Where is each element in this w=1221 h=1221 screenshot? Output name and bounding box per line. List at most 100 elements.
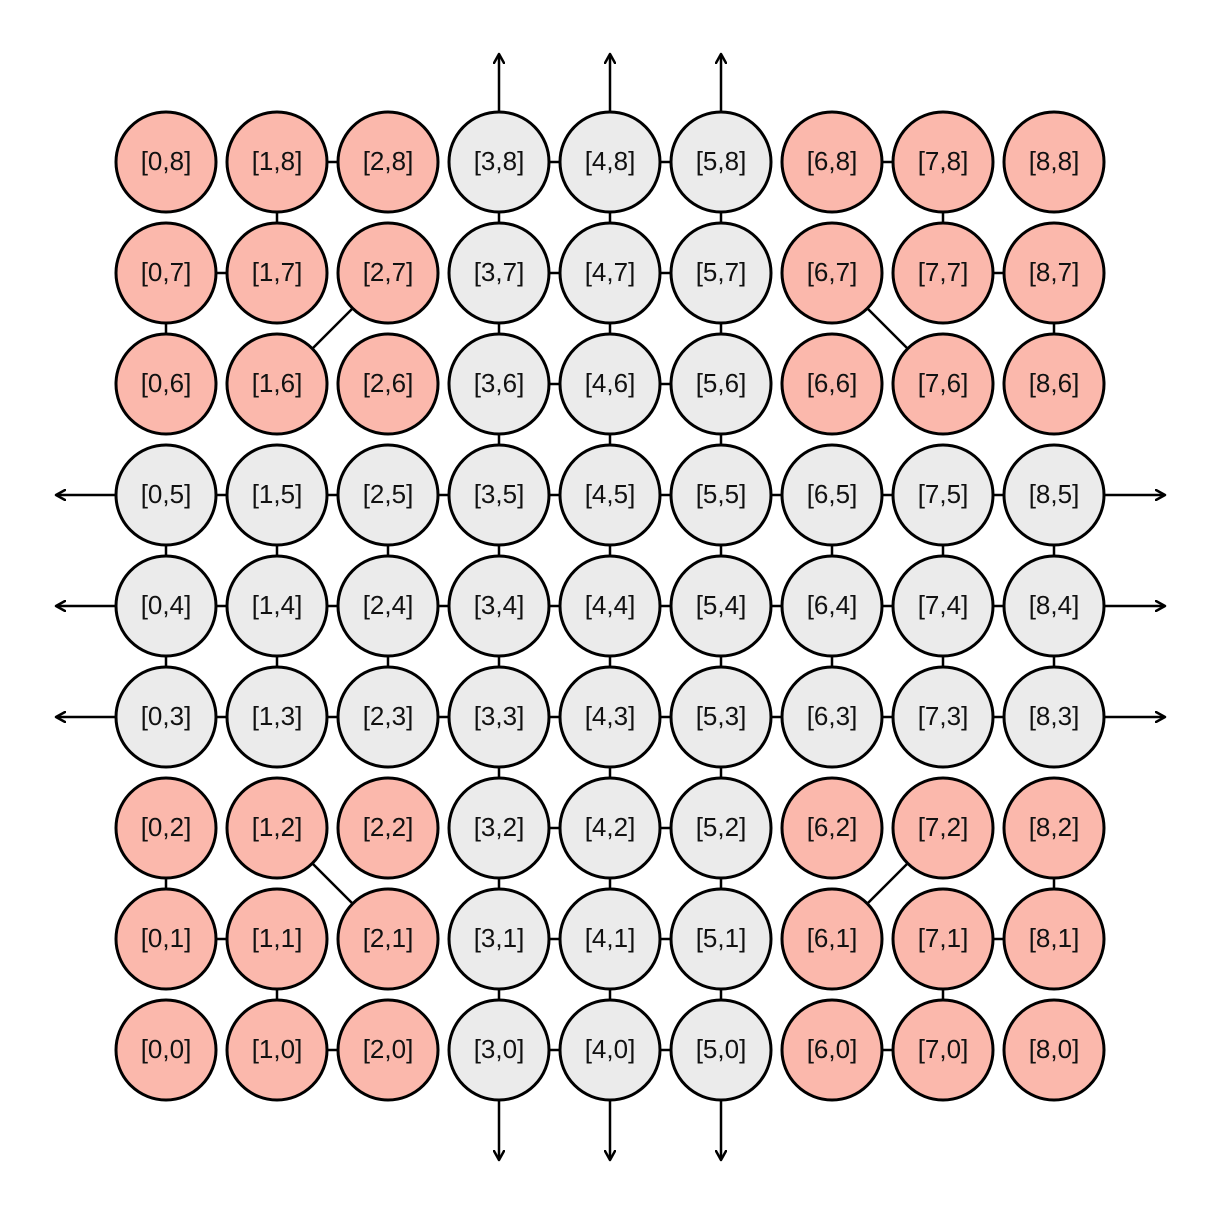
node-label: [4,8]: [585, 146, 636, 176]
node-label: [8,7]: [1029, 257, 1080, 287]
lattice-node: [4,2]: [558, 776, 662, 880]
node-circle: [669, 776, 773, 880]
node-circle: [336, 665, 440, 769]
node-circle: [558, 110, 662, 214]
nodes-layer: [0,8][1,8][2,8][3,8][4,8][5,8][6,8][7,8]…: [114, 110, 1106, 1102]
node-circle: [891, 554, 995, 658]
lattice-node: [2,6]: [336, 332, 440, 436]
node-label: [8,0]: [1029, 1034, 1080, 1064]
node-circle: [1002, 221, 1106, 325]
node-circle: [225, 554, 329, 658]
node-circle: [891, 221, 995, 325]
lattice-node: [3,6]: [447, 332, 551, 436]
node-label: [4,4]: [585, 590, 636, 620]
lattice-node: [6,3]: [780, 665, 884, 769]
lattice-node: [2,0]: [336, 998, 440, 1102]
node-label: [7,2]: [918, 812, 969, 842]
lattice-node: [7,8]: [891, 110, 995, 214]
lattice-node: [7,2]: [891, 776, 995, 880]
node-circle: [114, 998, 218, 1102]
lattice-node: [6,1]: [780, 887, 884, 991]
node-label: [3,0]: [474, 1034, 525, 1064]
node-label: [5,0]: [696, 1034, 747, 1064]
node-circle: [891, 887, 995, 991]
node-label: [6,3]: [807, 701, 858, 731]
node-circle: [780, 554, 884, 658]
node-circle: [447, 332, 551, 436]
node-circle: [891, 443, 995, 547]
node-label: [2,5]: [363, 479, 414, 509]
node-circle: [780, 665, 884, 769]
lattice-node: [2,5]: [336, 443, 440, 547]
node-label: [6,8]: [807, 146, 858, 176]
node-circle: [114, 887, 218, 991]
node-label: [7,3]: [918, 701, 969, 731]
node-circle: [225, 443, 329, 547]
node-label: [0,5]: [141, 479, 192, 509]
node-circle: [114, 665, 218, 769]
lattice-node: [6,6]: [780, 332, 884, 436]
node-label: [8,2]: [1029, 812, 1080, 842]
node-label: [6,6]: [807, 368, 858, 398]
node-circle: [558, 443, 662, 547]
node-circle: [447, 110, 551, 214]
node-label: [3,6]: [474, 368, 525, 398]
node-circle: [669, 887, 773, 991]
lattice-node: [8,4]: [1002, 554, 1106, 658]
node-label: [1,2]: [252, 812, 303, 842]
node-circle: [336, 887, 440, 991]
lattice-node: [8,5]: [1002, 443, 1106, 547]
node-circle: [336, 776, 440, 880]
lattice-node: [8,6]: [1002, 332, 1106, 436]
lattice-node: [8,3]: [1002, 665, 1106, 769]
node-label: [5,1]: [696, 923, 747, 953]
node-circle: [336, 332, 440, 436]
node-circle: [1002, 443, 1106, 547]
lattice-node: [6,7]: [780, 221, 884, 325]
lattice-node: [3,3]: [447, 665, 551, 769]
node-label: [2,8]: [363, 146, 414, 176]
node-label: [2,2]: [363, 812, 414, 842]
node-label: [0,1]: [141, 923, 192, 953]
node-circle: [669, 110, 773, 214]
node-circle: [780, 443, 884, 547]
node-label: [4,6]: [585, 368, 636, 398]
node-label: [6,2]: [807, 812, 858, 842]
lattice-node: [3,2]: [447, 776, 551, 880]
lattice-node: [1,6]: [225, 332, 329, 436]
node-circle: [447, 998, 551, 1102]
lattice-node: [0,4]: [114, 554, 218, 658]
node-label: [2,7]: [363, 257, 414, 287]
lattice-node: [3,4]: [447, 554, 551, 658]
node-circle: [780, 110, 884, 214]
lattice-node: [4,3]: [558, 665, 662, 769]
node-label: [8,4]: [1029, 590, 1080, 620]
lattice-node: [3,0]: [447, 998, 551, 1102]
node-label: [7,8]: [918, 146, 969, 176]
node-label: [7,1]: [918, 923, 969, 953]
lattice-node: [4,8]: [558, 110, 662, 214]
lattice-node: [6,4]: [780, 554, 884, 658]
node-circle: [891, 998, 995, 1102]
node-circle: [447, 443, 551, 547]
node-label: [0,6]: [141, 368, 192, 398]
node-circle: [114, 554, 218, 658]
node-label: [0,3]: [141, 701, 192, 731]
node-label: [2,3]: [363, 701, 414, 731]
node-label: [0,4]: [141, 590, 192, 620]
lattice-node: [4,1]: [558, 887, 662, 991]
lattice-node: [1,1]: [225, 887, 329, 991]
node-circle: [114, 443, 218, 547]
node-label: [2,0]: [363, 1034, 414, 1064]
node-circle: [1002, 665, 1106, 769]
lattice-node: [1,2]: [225, 776, 329, 880]
lattice-node: [2,4]: [336, 554, 440, 658]
node-label: [4,1]: [585, 923, 636, 953]
node-label: [6,5]: [807, 479, 858, 509]
node-circle: [558, 665, 662, 769]
lattice-node: [1,3]: [225, 665, 329, 769]
node-label: [5,2]: [696, 812, 747, 842]
lattice-node: [4,0]: [558, 998, 662, 1102]
node-label: [4,3]: [585, 701, 636, 731]
